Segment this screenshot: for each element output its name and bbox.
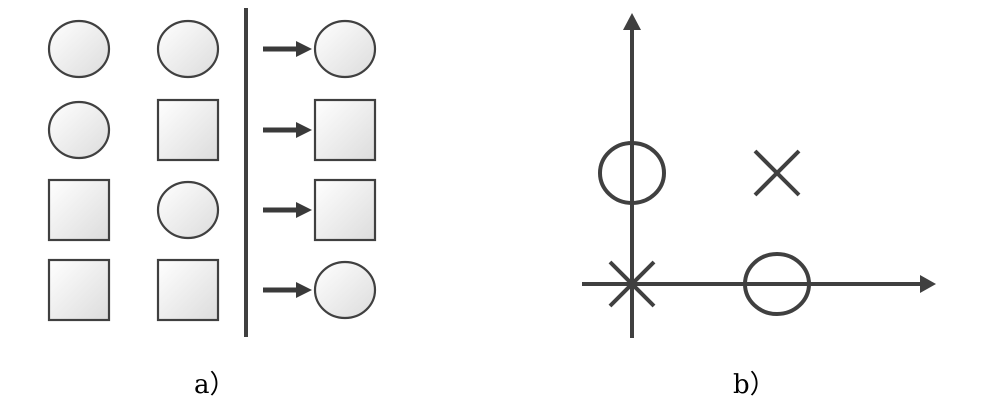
point-circle-icon	[598, 141, 666, 205]
cross-stroke	[753, 149, 801, 197]
x-axis-arrow-icon	[920, 275, 936, 293]
point-cross-icon	[753, 149, 801, 197]
cross-stroke	[608, 260, 656, 308]
output-circle-icon	[313, 19, 377, 79]
caption-a: a）	[194, 370, 236, 400]
arrow-head-icon	[296, 282, 312, 298]
point-circle-icon	[743, 252, 811, 316]
input2-square-icon	[156, 258, 220, 322]
panel-b-scatter-plot	[582, 13, 936, 338]
arrow-head-icon	[296, 202, 312, 218]
truth-row	[47, 178, 377, 242]
input2-circle-icon	[156, 180, 220, 240]
truth-row	[47, 258, 377, 322]
point-cross-icon	[608, 260, 656, 308]
output-square-icon	[313, 98, 377, 162]
input1-circle-icon	[47, 19, 111, 79]
output-square-icon	[313, 178, 377, 242]
caption-b: b）	[733, 370, 776, 400]
input1-square-icon	[47, 178, 111, 242]
input1-circle-icon	[47, 100, 111, 160]
arrow-head-icon	[296, 41, 312, 57]
input2-circle-icon	[156, 19, 220, 79]
output-circle-icon	[313, 260, 377, 320]
input2-square-icon	[156, 98, 220, 162]
arrow-head-icon	[296, 122, 312, 138]
y-axis-arrow-icon	[623, 13, 641, 30]
truth-row	[47, 19, 377, 79]
panel-a-truth-table	[47, 8, 377, 337]
truth-row	[47, 98, 377, 162]
input1-square-icon	[47, 258, 111, 322]
